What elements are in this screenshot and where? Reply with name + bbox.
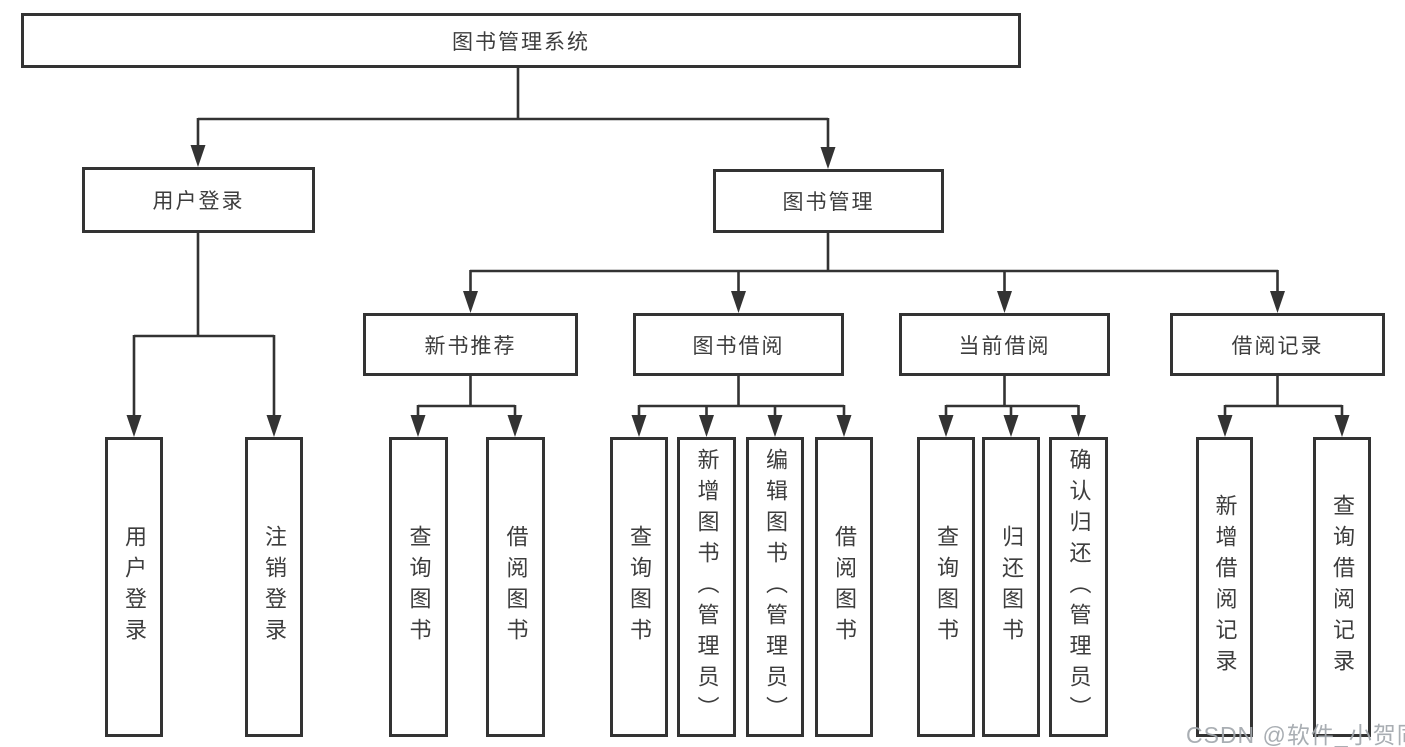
leaf-logout-label: 注销登录 bbox=[262, 525, 287, 649]
node-current-borrowing-label: 当前借阅 bbox=[958, 334, 1051, 358]
arrowheads bbox=[126, 145, 1350, 437]
leaf-confirm-return-admin: 确认归还（管理员） bbox=[1049, 437, 1108, 737]
leaf-logout: 注销登录 bbox=[245, 437, 303, 737]
leaf-user-login: 用户登录 bbox=[105, 437, 163, 737]
leaf-query-books-borrow: 查询图书 bbox=[610, 437, 668, 737]
leaf-add-borrow-record: 新增借阅记录 bbox=[1196, 437, 1253, 737]
leaf-borrow-books: 借阅图书 bbox=[815, 437, 873, 737]
leaf-edit-books-admin-label: 编辑图书（管理员） bbox=[763, 447, 788, 727]
leaf-query-books-current-label: 查询图书 bbox=[934, 525, 959, 649]
leaf-add-books-admin-label: 新增图书（管理员） bbox=[694, 447, 720, 727]
leaf-query-books-recommend-label: 查询图书 bbox=[406, 525, 432, 649]
leaf-borrow-books-recommend: 借阅图书 bbox=[486, 437, 545, 737]
node-user-login: 用户登录 bbox=[82, 167, 315, 233]
leaf-query-borrow-record-label: 查询借阅记录 bbox=[1330, 494, 1355, 680]
csdn-watermark: CSDN @软件_小贺同学 bbox=[1186, 722, 1405, 747]
leaf-edit-books-admin: 编辑图书（管理员） bbox=[746, 437, 804, 737]
leaf-user-login-label: 用户登录 bbox=[122, 525, 147, 649]
leaf-borrow-books-recommend-label: 借阅图书 bbox=[503, 525, 529, 649]
leaf-borrow-books-label: 借阅图书 bbox=[832, 525, 857, 649]
node-borrowing-records-label: 借阅记录 bbox=[1231, 334, 1324, 358]
node-current-borrowing: 当前借阅 bbox=[899, 313, 1110, 376]
leaf-query-borrow-record: 查询借阅记录 bbox=[1313, 437, 1371, 737]
node-root-label: 图书管理系统 bbox=[452, 30, 590, 54]
leaf-add-borrow-record-label: 新增借阅记录 bbox=[1212, 494, 1238, 680]
leaf-query-books-borrow-label: 查询图书 bbox=[627, 525, 652, 649]
leaf-return-books: 归还图书 bbox=[982, 437, 1040, 737]
node-new-book-recommendation-label: 新书推荐 bbox=[424, 334, 517, 358]
leaf-query-books-current: 查询图书 bbox=[917, 437, 975, 737]
node-root-library-system: 图书管理系统 bbox=[21, 13, 1021, 68]
node-book-borrowing: 图书借阅 bbox=[633, 313, 844, 376]
node-book-borrowing-label: 图书借阅 bbox=[692, 334, 785, 358]
leaf-return-books-label: 归还图书 bbox=[999, 525, 1024, 649]
node-new-book-recommendation: 新书推荐 bbox=[363, 313, 578, 376]
node-book-management-label: 图书管理 bbox=[782, 191, 875, 214]
leaf-add-books-admin: 新增图书（管理员） bbox=[677, 437, 736, 737]
node-user-login-label: 用户登录 bbox=[152, 190, 245, 213]
leaf-query-books-recommend: 查询图书 bbox=[389, 437, 448, 737]
leaf-confirm-return-admin-label: 确认归还（管理员） bbox=[1066, 447, 1092, 727]
node-borrowing-records: 借阅记录 bbox=[1170, 313, 1385, 376]
node-book-management: 图书管理 bbox=[713, 169, 944, 233]
